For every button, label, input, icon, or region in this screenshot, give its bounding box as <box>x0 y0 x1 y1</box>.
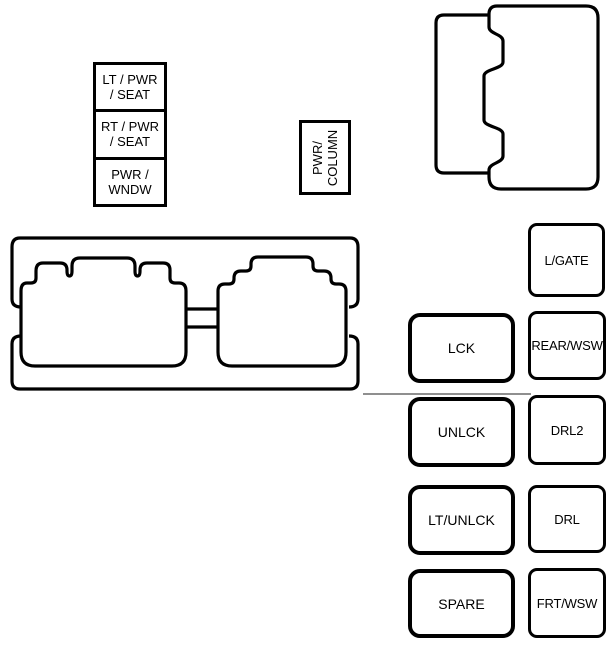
relay-label: FRT/WSW <box>536 595 598 611</box>
relay-label: DRL <box>554 511 580 527</box>
connector-frame-bottom <box>10 334 360 391</box>
fuse-pwr-wndw: PWR / WNDW <box>96 156 164 204</box>
fuse-label-line: WNDW <box>108 181 152 197</box>
seat-shape-left <box>19 256 188 368</box>
fuse-lt-pwr-seat: LT / PWR / SEAT <box>96 65 164 109</box>
relay-label: UNLCK <box>437 424 486 440</box>
relay-spare: SPARE <box>408 569 515 638</box>
seat-shape-right <box>216 255 348 368</box>
relay-frt-wsw: FRT/WSW <box>528 568 606 638</box>
connector-frame-top <box>10 236 360 309</box>
relay-label: LT/UNLCK <box>428 512 495 528</box>
relay-label: LCK <box>447 340 476 356</box>
relay-drl: DRL <box>528 485 606 553</box>
fuse-stack: LT / PWR / SEAT RT / PWR / SEAT PWR / WN… <box>93 62 167 207</box>
fuse-pwr-column: PWR/ COLUMN <box>299 120 351 195</box>
relay-outline <box>434 4 600 191</box>
relay-label: REAR/WSW <box>531 338 603 353</box>
relay-label: L/GATE <box>544 252 589 268</box>
fuse-rt-pwr-seat: RT / PWR / SEAT <box>96 109 164 156</box>
relay-lt-unlck: LT/UNLCK <box>408 485 515 555</box>
relay-label: DRL2 <box>550 422 584 438</box>
relay-lck: LCK <box>408 313 515 383</box>
fuse-label-line: PWR / <box>111 166 149 182</box>
fuse-label-line: LT / PWR <box>102 72 158 88</box>
relay-unlck: UNLCK <box>408 397 515 467</box>
relay-body-outline <box>482 4 600 191</box>
fuse-label-line: / SEAT <box>109 87 151 103</box>
connector-bar <box>186 307 218 329</box>
fuse-label-line: COLUMN <box>325 129 340 186</box>
relay-label: SPARE <box>438 595 485 612</box>
fuse-label-line: PWR/ <box>310 140 325 175</box>
relay-tab-outline <box>434 13 489 175</box>
fuse-pwr-column-label: PWR/ COLUMN <box>310 129 340 185</box>
relay-rear-wsw: REAR/WSW <box>528 311 606 380</box>
relay-l-gate: L/GATE <box>528 223 605 297</box>
fuse-label-line: RT / PWR <box>100 119 160 135</box>
connector-outline <box>10 236 360 391</box>
relay-drl2: DRL2 <box>528 395 606 465</box>
fuse-label-line: / SEAT <box>109 134 151 150</box>
